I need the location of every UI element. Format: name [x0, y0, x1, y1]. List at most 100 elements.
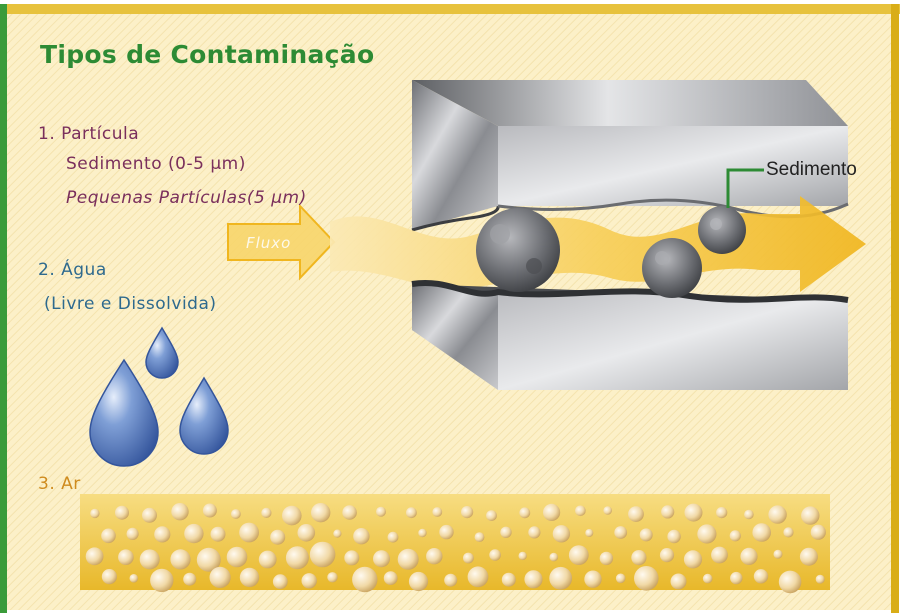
- air-bubble: [463, 552, 474, 564]
- air-bubble: [115, 505, 129, 520]
- air-bubble: [406, 507, 417, 519]
- air-bubble: [196, 547, 221, 572]
- page-title: Tipos de Contaminação: [40, 40, 375, 69]
- air-bubble: [461, 505, 474, 519]
- air-bubble: [684, 503, 703, 522]
- air-bubble: [231, 509, 241, 519]
- air-bubble: [376, 506, 386, 517]
- air-bubble: [202, 503, 217, 518]
- metal-block-lower: [411, 279, 849, 390]
- water-item-free-dissolved: (Livre e Dissolvida): [44, 294, 217, 314]
- air-bubble: [768, 505, 787, 524]
- air-bubble: [752, 523, 771, 542]
- air-bubble: [418, 528, 427, 538]
- sediment-callout-label: Sedimento: [766, 159, 857, 180]
- particle-item-sediment: Sedimento (0-5 µm): [66, 154, 246, 174]
- air-bubble: [383, 571, 398, 585]
- air-bubble: [783, 527, 794, 538]
- air-bubble: [270, 529, 286, 545]
- air-bubble: [575, 505, 586, 517]
- air-bubble: [744, 509, 754, 520]
- air-bubble: [697, 524, 717, 544]
- air-bubble: [272, 574, 288, 590]
- air-bubble: [101, 528, 116, 544]
- air-bubble: [528, 526, 541, 539]
- air-bubble: [815, 574, 825, 584]
- air-bubble: [309, 541, 336, 568]
- air-bubble: [683, 550, 703, 569]
- flow-arrow-icon: [227, 203, 336, 281]
- air-bubble: [342, 505, 357, 520]
- air-bubble: [599, 551, 614, 566]
- air-bubble: [474, 532, 485, 542]
- air-bubble: [667, 529, 681, 544]
- air-bubble: [773, 549, 783, 559]
- frame-right: [891, 4, 899, 613]
- air-bubble: [344, 550, 360, 566]
- air-bubble: [614, 526, 628, 539]
- air-bubble: [387, 531, 399, 543]
- air-bubble: [101, 569, 117, 585]
- air-bubble: [670, 573, 687, 590]
- air-bubble: [467, 566, 489, 588]
- air-bubble: [142, 507, 157, 523]
- air-bubble: [154, 526, 171, 543]
- sediment-particle-icon: [476, 206, 746, 298]
- air-bubble: [118, 549, 134, 565]
- air-bubble: [549, 566, 573, 590]
- air-bubble: [603, 506, 612, 515]
- air-bubble: [426, 548, 443, 565]
- air-bubble: [261, 507, 272, 518]
- air-bubble: [552, 525, 571, 543]
- air-bubble: [810, 524, 826, 540]
- air-bubble: [753, 569, 769, 584]
- air-bubble: [799, 547, 818, 566]
- air-bubble: [444, 573, 458, 587]
- air-bubble: [209, 566, 231, 589]
- air-bubble: [352, 566, 378, 593]
- air-bubble: [778, 570, 802, 594]
- air-bubble: [716, 506, 728, 519]
- air-bubble: [90, 508, 100, 519]
- air-bubble: [432, 507, 443, 517]
- air-bubble: [85, 547, 104, 566]
- air-bubble: [631, 550, 647, 566]
- air-bubble: [258, 550, 277, 569]
- water-drop-icon: [89, 326, 229, 467]
- air-bubble: [730, 571, 743, 585]
- air-bubble: [297, 524, 316, 542]
- air-bubble: [661, 505, 675, 519]
- air-bubble: [353, 528, 370, 545]
- air-bubble: [139, 549, 160, 570]
- air-bubble: [568, 545, 589, 565]
- air-bubble: [518, 551, 527, 561]
- air-bubbles-icon: [80, 494, 830, 594]
- air-bubble: [408, 571, 429, 592]
- air-bubble: [301, 573, 317, 589]
- air-bubble: [226, 546, 248, 568]
- air-bubble: [549, 552, 559, 562]
- air-bubble: [639, 528, 653, 542]
- air-bubble: [126, 527, 139, 541]
- air-bubble: [129, 574, 139, 583]
- air-bubble: [183, 572, 197, 586]
- air-bubble: [184, 523, 204, 544]
- frame-top: [0, 4, 900, 14]
- air-bubble: [373, 550, 390, 568]
- air-bubble: [489, 549, 501, 561]
- air-bubble: [628, 506, 644, 522]
- air-bubble: [729, 530, 741, 542]
- air-bubble: [397, 548, 419, 570]
- air-bubble: [333, 529, 342, 538]
- air-bubble: [171, 503, 189, 521]
- air-bubble: [524, 570, 543, 589]
- particle-item-small-particles: Pequenas Partículas(5 µm): [66, 188, 307, 208]
- air-bubble: [801, 506, 820, 525]
- metal-block-icon: [411, 80, 849, 232]
- air-bubble: [740, 547, 758, 566]
- air-bubble: [501, 572, 516, 587]
- frame-left: [0, 4, 7, 613]
- air-bubble: [519, 507, 531, 519]
